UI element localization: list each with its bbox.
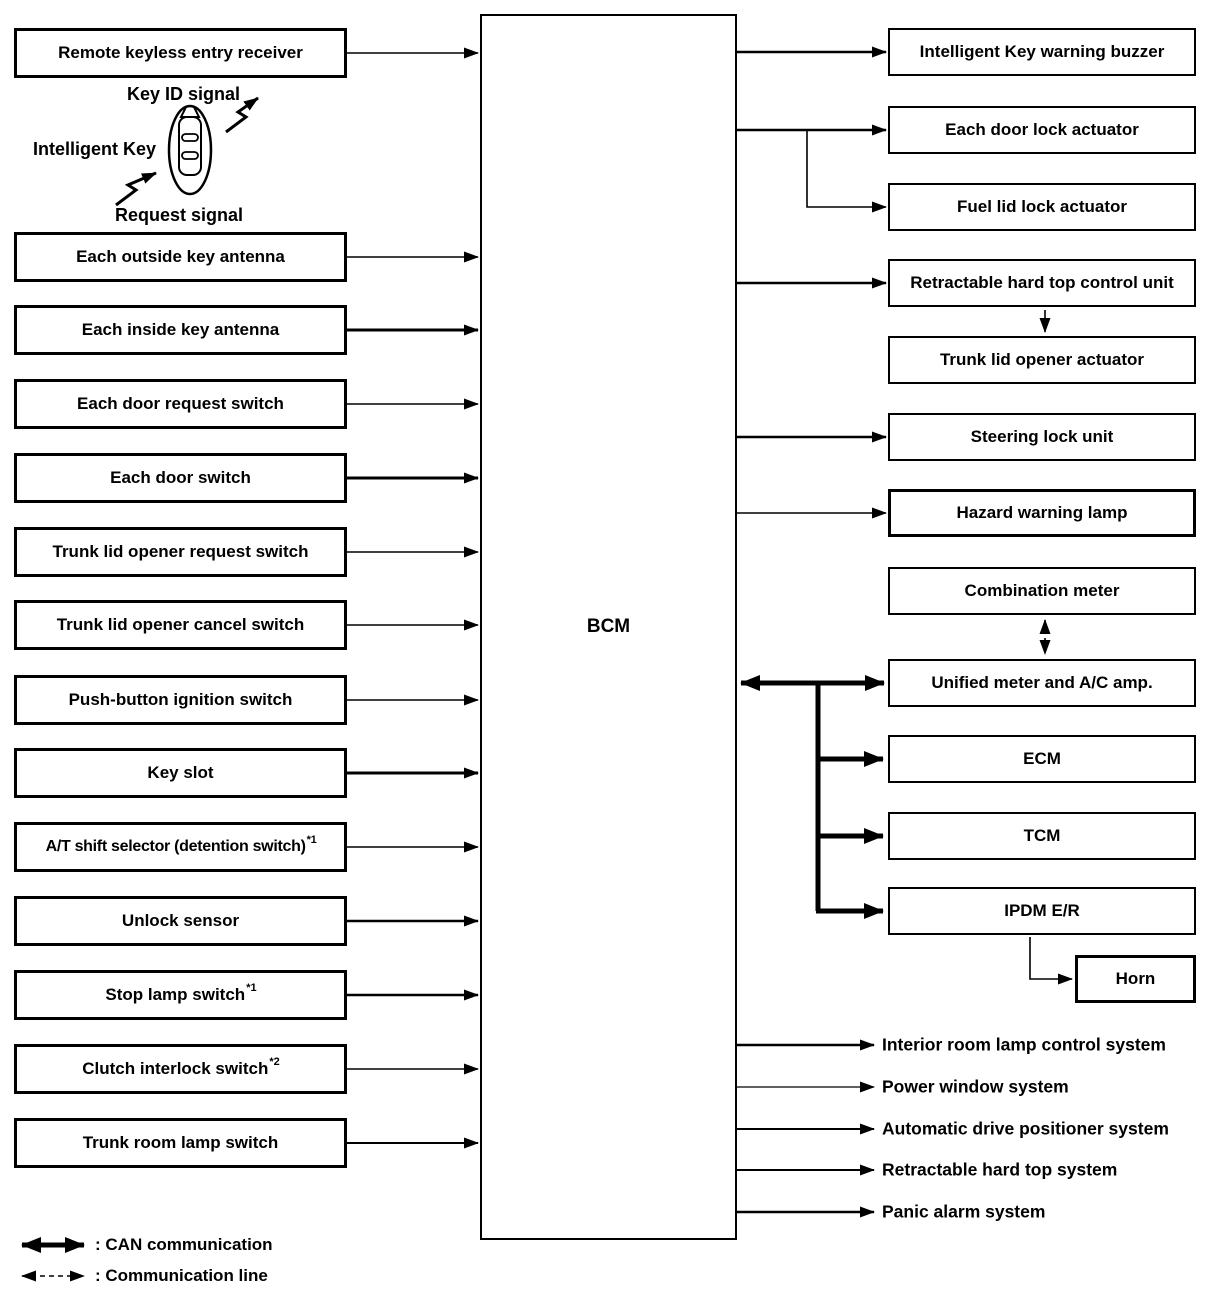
input-each-outside-key-antenna: Each outside key antenna [14,232,347,282]
input-clutch-interlock-switch: Clutch interlock switch*2 [14,1044,347,1094]
legend-arrows [21,1237,85,1282]
input-each-inside-key-antenna: Each inside key antenna [14,305,347,355]
bcm-label: BCM [586,615,631,637]
output-label: Intelligent Key warning buzzer [919,41,1165,61]
input-label: Key slot [147,762,214,782]
input-each-door-switch: Each door switch [14,453,347,503]
input-label: Clutch interlock switch [82,1058,269,1078]
output-connector-lines [737,46,1073,985]
system-panic-alarm: Panic alarm system [882,1201,1046,1222]
output-horn: Horn [1075,955,1196,1003]
output-hazard-warning-lamp: Hazard warning lamp [888,489,1196,537]
output-label: Unified meter and A/C amp. [931,672,1153,692]
system-connector-lines [737,1039,875,1218]
key-fob-button-1 [181,133,199,142]
input-label: Push-button ignition switch [68,689,293,709]
input-trunk-lid-opener-cancel-switch: Trunk lid opener cancel switch [14,600,347,650]
output-each-door-lock-actuator: Each door lock actuator [888,106,1196,154]
output-label: Combination meter [964,580,1120,600]
key-fob-body [167,104,213,196]
can-bus-lines [740,675,885,919]
input-unlock-sensor: Unlock sensor [14,896,347,946]
output-label: Horn [1115,968,1156,988]
input-label: Trunk room lamp switch [82,1132,279,1152]
output-label: Fuel lid lock actuator [956,196,1128,216]
system-retractable-hard-top: Retractable hard top system [882,1159,1118,1180]
system-power-window: Power window system [882,1076,1069,1097]
line-ipdm-to-horn [1029,937,1073,985]
output-ecm: ECM [888,735,1196,783]
request-signal-bolt-icon [115,171,157,207]
input-label: Trunk lid opener request switch [52,541,309,561]
output-retractable-hard-top-control-unit: Retractable hard top control unit [888,259,1196,307]
input-connector-lines [347,47,479,1149]
output-unified-meter-ac-amp: Unified meter and A/C amp. [888,659,1196,707]
bcm-box: BCM [480,14,737,1240]
output-intelligent-key-warning-buzzer: Intelligent Key warning buzzer [888,28,1196,76]
input-label: A/T shift selector (detention switch) [45,838,306,856]
input-each-door-request-switch: Each door request switch [14,379,347,429]
input-label: Each inside key antenna [81,319,280,339]
intelligent-key-label: Intelligent Key [33,139,157,159]
output-label: Steering lock unit [970,426,1114,446]
key-fob-button-2 [181,151,199,160]
output-label: Retractable hard top control unit [910,272,1174,292]
input-at-shift-selector: A/T shift selector (detention switch)*1 [14,822,347,872]
intelligent-key-icon [115,96,259,207]
input-label: Trunk lid opener cancel switch [56,614,305,634]
input-label: Unlock sensor [121,910,240,930]
output-steering-lock-unit: Steering lock unit [888,413,1196,461]
footnote-marker: *2 [269,1055,280,1068]
output-trunk-lid-opener-actuator: Trunk lid opener actuator [888,336,1196,384]
input-trunk-lid-opener-request-switch: Trunk lid opener request switch [14,527,347,577]
input-key-slot: Key slot [14,748,347,798]
line-fuel-lid-branch [806,131,887,213]
output-label: ECM [1023,748,1061,768]
input-label: Stop lamp switch [105,984,246,1004]
output-label: Trunk lid opener actuator [939,349,1145,369]
input-label: Remote keyless entry receiver [58,42,303,62]
input-push-button-ignition-switch: Push-button ignition switch [14,675,347,725]
output-label: IPDM E/R [1004,900,1080,920]
key-id-signal-label: Key ID signal [127,84,241,104]
output-tcm: TCM [888,812,1196,860]
legend-comm-label: : Communication line [95,1266,268,1285]
footnote-marker: *1 [246,981,257,994]
output-fuel-lid-lock-actuator: Fuel lid lock actuator [888,183,1196,231]
system-automatic-drive-positioner: Automatic drive positioner system [882,1118,1169,1139]
input-trunk-room-lamp-switch: Trunk room lamp switch [14,1118,347,1168]
input-remote-keyless-entry-receiver: Remote keyless entry receiver [14,28,347,78]
key-id-signal-bolt-icon [225,96,259,134]
request-signal-label: Request signal [115,205,244,225]
system-interior-room-lamp: Interior room lamp control system [882,1034,1166,1055]
input-label: Each outside key antenna [76,246,285,266]
output-label: Each door lock actuator [945,119,1139,139]
output-ipdm-er: IPDM E/R [888,887,1196,935]
key-fob-button-panel [178,116,202,176]
input-label: Each door request switch [77,393,284,413]
input-stop-lamp-switch: Stop lamp switch*1 [14,970,347,1020]
input-label: Each door switch [110,467,251,487]
output-combination-meter: Combination meter [888,567,1196,615]
legend-can-label: : CAN communication [95,1235,273,1254]
output-label: TCM [1023,825,1061,845]
footnote-marker: *1 [306,833,317,846]
key-fob-ring-hole [179,105,201,118]
output-label: Hazard warning lamp [956,502,1128,522]
